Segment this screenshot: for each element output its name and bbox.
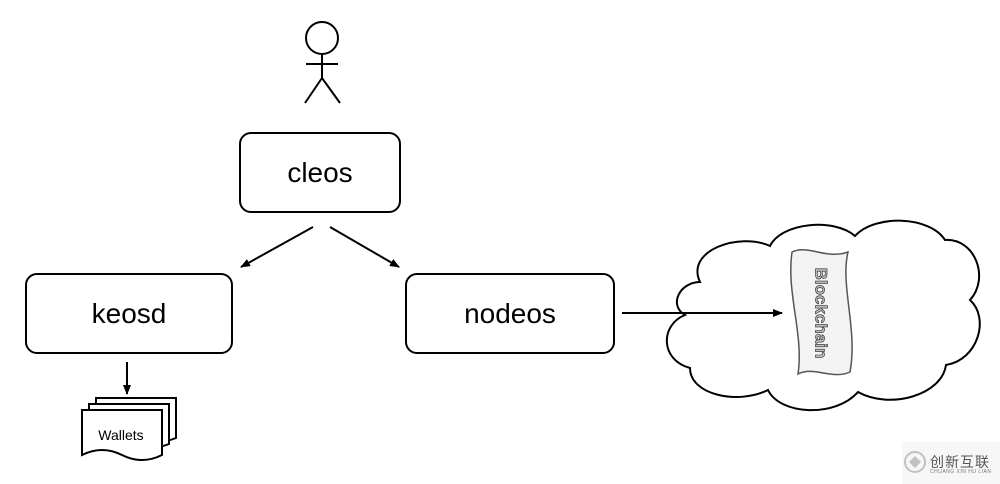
keosd-box: keosd: [25, 273, 233, 354]
wallets-stack-icon: [81, 397, 177, 461]
arrow-cleos-to-keosd: [240, 226, 314, 268]
cleos-label: cleos: [287, 156, 353, 188]
wallets-label: Wallets: [98, 427, 143, 443]
user-figure-icon: [304, 21, 341, 104]
arrow-cleos-to-nodeos: [329, 226, 400, 268]
watermark-logo-icon: [902, 442, 1000, 484]
watermark-subtext: CHUANG XIN HU LIAN: [930, 469, 992, 475]
watermark-text: 创新互联: [930, 454, 990, 470]
keosd-label: keosd: [91, 297, 167, 329]
nodeos-box: nodeos: [405, 273, 615, 354]
nodeos-label: nodeos: [464, 297, 556, 329]
cleos-box: cleos: [239, 132, 401, 213]
blockchain-scroll-shape: [790, 248, 853, 376]
blockchain-label: Blockchain: [812, 268, 831, 359]
